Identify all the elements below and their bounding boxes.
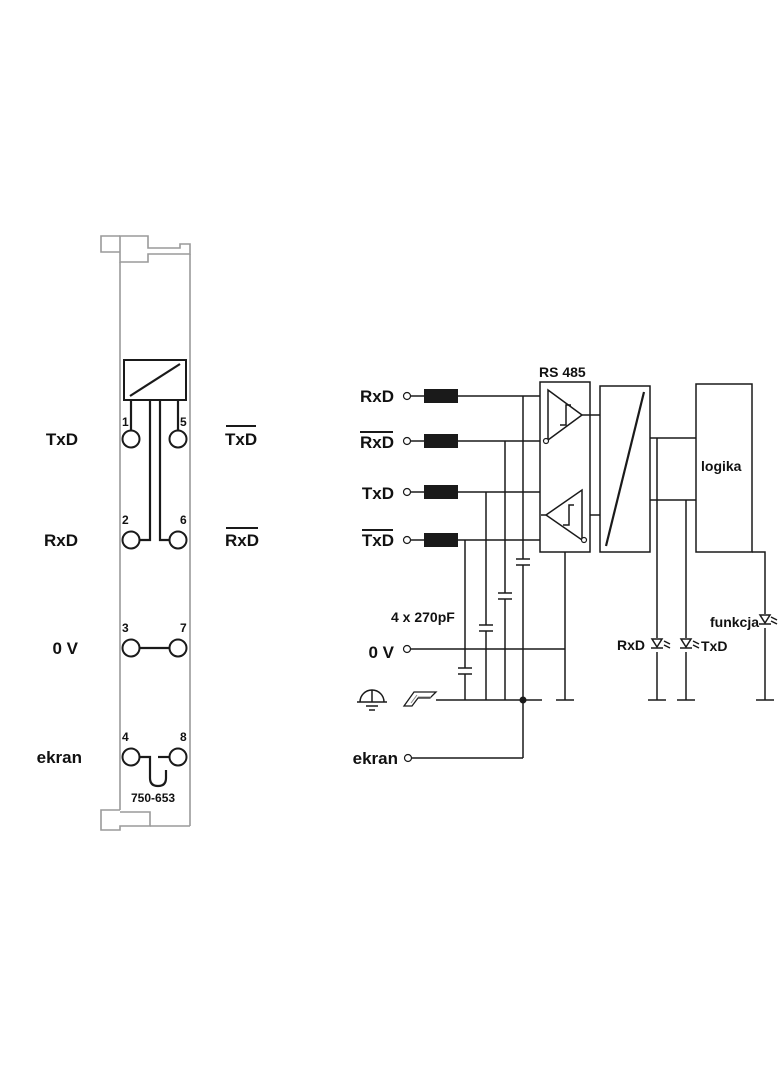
input-rxd-label: RxD: [360, 387, 394, 406]
terminal-1[interactable]: [121, 429, 141, 449]
terminal-8[interactable]: [168, 747, 188, 767]
filter-block: [424, 389, 458, 403]
label-rxd-inv-text: RxD: [225, 531, 259, 550]
pin-number: 7: [180, 621, 187, 635]
label-txd-inverted: TxD: [225, 425, 257, 449]
terminal-2[interactable]: [121, 530, 141, 550]
terminal-4[interactable]: [121, 747, 141, 767]
led-branches: [648, 438, 774, 701]
pin-number: 1: [122, 415, 129, 429]
filter-block: [424, 434, 458, 448]
terminal-5[interactable]: [168, 429, 188, 449]
input-terminal[interactable]: [402, 644, 412, 654]
logic-label: logika: [701, 458, 742, 474]
capacitor-network: [458, 396, 530, 758]
pin-number: 4: [122, 730, 129, 744]
filter-block: [424, 485, 458, 499]
input-terminal[interactable]: [402, 391, 412, 401]
input-ekran-label: ekran: [353, 749, 398, 768]
module-wiring: [129, 400, 180, 788]
earth-icon: [357, 689, 387, 711]
led-txd-icon: [679, 638, 700, 649]
part-number: 750-653: [131, 791, 175, 805]
input-terminals: [402, 391, 413, 763]
input-filters: [411, 389, 458, 547]
input-terminal[interactable]: [402, 487, 412, 497]
pin-number: 3: [122, 621, 129, 635]
input-terminal[interactable]: [403, 753, 413, 763]
filter-block: [424, 533, 458, 547]
pin-number: 5: [180, 415, 187, 429]
capacitor-label: 4 x 270pF: [391, 609, 455, 625]
led-txd-label: TxD: [701, 638, 727, 654]
led-funkcja-label: funkcja: [710, 614, 759, 630]
label-rxd-inverted: RxD: [225, 527, 259, 550]
isolator-block: [599, 385, 651, 553]
led-rxd-label: RxD: [617, 637, 645, 653]
terminal-6[interactable]: [168, 530, 188, 550]
label-ekran: ekran: [37, 748, 82, 767]
label-txd: TxD: [46, 430, 78, 449]
label-rxd: RxD: [44, 531, 78, 550]
module-outline: [100, 235, 191, 831]
input-terminal[interactable]: [402, 535, 412, 545]
input-txd-inverted: TxD: [362, 529, 394, 550]
transceiver-block: [123, 359, 187, 401]
led-funkcja-icon: [758, 614, 778, 625]
rs485-transceiver: RS 485: [539, 364, 600, 553]
terminal-7[interactable]: [168, 638, 188, 658]
pin-numbers: 1 5 2 6 3 7 4 8: [122, 415, 187, 744]
module-terminals: [121, 429, 188, 767]
input-rxd-inv-label: RxD: [360, 433, 394, 452]
din-rail-icon: [402, 691, 438, 707]
pin-number: 8: [180, 730, 187, 744]
label-txd-inv-text: TxD: [225, 430, 257, 449]
junction-dot: [519, 696, 527, 704]
input-txd-label: TxD: [362, 484, 394, 503]
logic-block: logika: [695, 383, 753, 553]
rs485-label: RS 485: [539, 364, 586, 380]
input-0v-label: 0 V: [368, 643, 394, 662]
pin-number: 6: [180, 513, 187, 527]
input-terminal[interactable]: [402, 436, 412, 446]
terminal-3[interactable]: [121, 638, 141, 658]
supply-return: [556, 552, 574, 701]
input-txd-inv-label: TxD: [362, 531, 394, 550]
led-rxd-icon: [650, 638, 671, 649]
pin-number: 2: [122, 513, 129, 527]
ground-rail: [412, 696, 542, 759]
input-rxd-inverted: RxD: [360, 431, 394, 452]
label-0v: 0 V: [52, 639, 78, 658]
